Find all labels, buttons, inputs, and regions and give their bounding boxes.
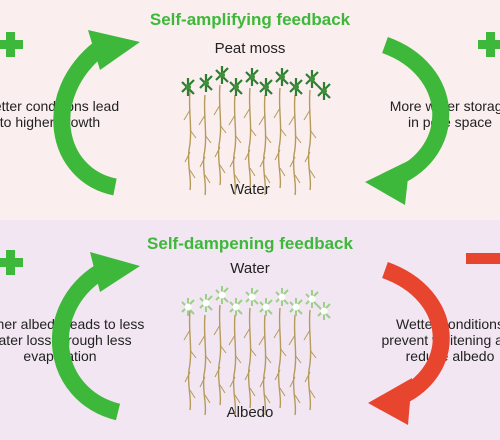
peat-moss-label: Peat moss <box>214 40 286 57</box>
albedo-label: Albedo <box>226 404 274 421</box>
water-label: Water <box>230 260 270 277</box>
panel-title: Self-amplifying feedback <box>149 10 351 29</box>
minus-icon <box>466 253 500 264</box>
whitened-moss-illustration <box>181 286 331 416</box>
plus-icon <box>0 250 23 275</box>
plus-icon <box>478 32 500 57</box>
top-left-arrow <box>53 30 140 196</box>
plus-icon <box>0 32 23 57</box>
desc-line: to higher growth <box>0 114 101 130</box>
top-right-arrow <box>365 36 450 205</box>
peat-moss-illustration <box>181 66 331 196</box>
water-label: Water <box>230 181 270 198</box>
bottom-right-arrow <box>368 261 450 425</box>
desc-line: in pore space <box>407 114 493 130</box>
panel-title: Self-dampening feedback <box>147 234 353 253</box>
desc-line: Higher albedo leads to less <box>0 316 145 332</box>
bottom-left-arrow <box>51 252 140 421</box>
